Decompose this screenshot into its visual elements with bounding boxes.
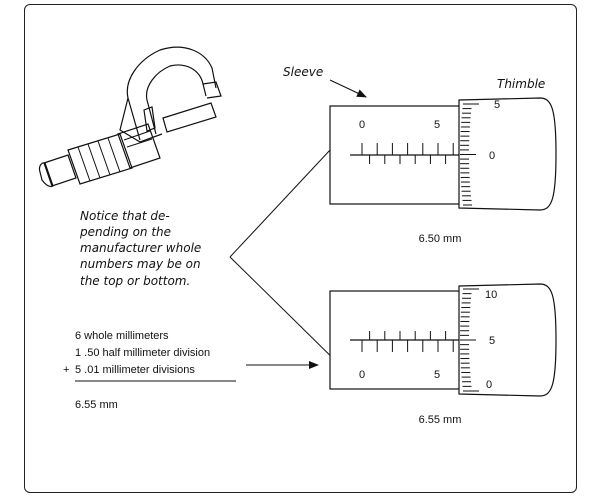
sum-total: 6.55 mm [75, 399, 118, 411]
sleeve-tick-group [361, 331, 454, 352]
gauge-bottom: 0 5 10 5 0 [329, 283, 557, 397]
sum-line-half: 1 .50 half millimeter division [75, 347, 210, 359]
gauge-top: 0 5 5 0 [329, 97, 557, 211]
sum-line-hundredths: 5 .01 millimeter divisions [75, 364, 195, 376]
gauge-top-reading: 6.50 mm [419, 233, 462, 245]
thimble [458, 97, 557, 211]
thimble-label-5: 5 [489, 335, 495, 347]
thimble-tick-group [460, 103, 479, 206]
reading-sum: 6 whole millimeters 1 .50 half millimete… [63, 330, 236, 411]
diagram-frame [24, 4, 577, 493]
sleeve-tick-group [361, 143, 454, 164]
thimble [458, 283, 557, 397]
sleeve-label-0: 0 [359, 369, 365, 381]
thimble-label-0: 0 [486, 379, 492, 391]
note-line: numbers may be on [80, 257, 201, 271]
sum-plus-sign: + [63, 364, 69, 376]
note-arrow-top [229, 133, 346, 258]
gauge-bottom-reading: 6.55 mm [419, 414, 462, 426]
sleeve-pointer-arrow [329, 79, 367, 98]
thimble-label: Thimble [497, 77, 545, 91]
thimble-label-10: 10 [485, 289, 497, 301]
sleeve-label-5: 5 [434, 119, 440, 131]
thimble-tick-group [460, 288, 479, 392]
note-line: the top or bottom. [80, 274, 190, 288]
note-line: manufacturer whole [80, 241, 201, 255]
note-line: Notice that de- [80, 209, 170, 223]
sum-line-whole: 6 whole millimeters [75, 330, 169, 342]
thimble-label-5: 5 [494, 99, 500, 111]
thimble-label-0: 0 [489, 150, 495, 162]
sleeve-label: Sleeve [283, 65, 323, 79]
sleeve-label-5: 5 [434, 369, 440, 381]
note-text: Notice that de- pending on the manufactu… [79, 209, 201, 288]
sleeve-label-0: 0 [359, 119, 365, 131]
micrometer-illustration [38, 46, 222, 188]
note-line: pending on the [79, 225, 171, 239]
